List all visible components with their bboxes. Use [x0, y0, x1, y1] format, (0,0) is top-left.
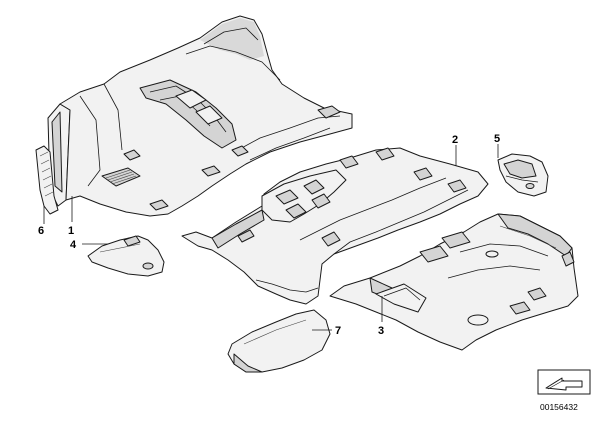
callout-7: 7 [335, 325, 341, 337]
side-insulator[interactable] [497, 153, 549, 197]
callout-3: 3 [378, 325, 384, 337]
direction-arrow-icon [537, 369, 591, 395]
front-floor-carpet[interactable] [47, 15, 353, 217]
image-number: 00156432 [540, 402, 578, 412]
rear-floor-carpet[interactable] [181, 147, 489, 305]
luggage-compartment-carpet[interactable] [329, 213, 579, 351]
entrance-trim-strip[interactable] [35, 145, 59, 215]
leader-lines [43, 144, 499, 331]
callout-2: 2 [452, 134, 458, 146]
callout-4: 4 [70, 239, 77, 251]
floor-mat[interactable] [87, 235, 165, 277]
callout-1: 1 [68, 225, 74, 237]
callout-5: 5 [494, 133, 500, 145]
callout-6: 6 [38, 225, 44, 237]
luggage-floor-panel[interactable] [227, 309, 331, 373]
